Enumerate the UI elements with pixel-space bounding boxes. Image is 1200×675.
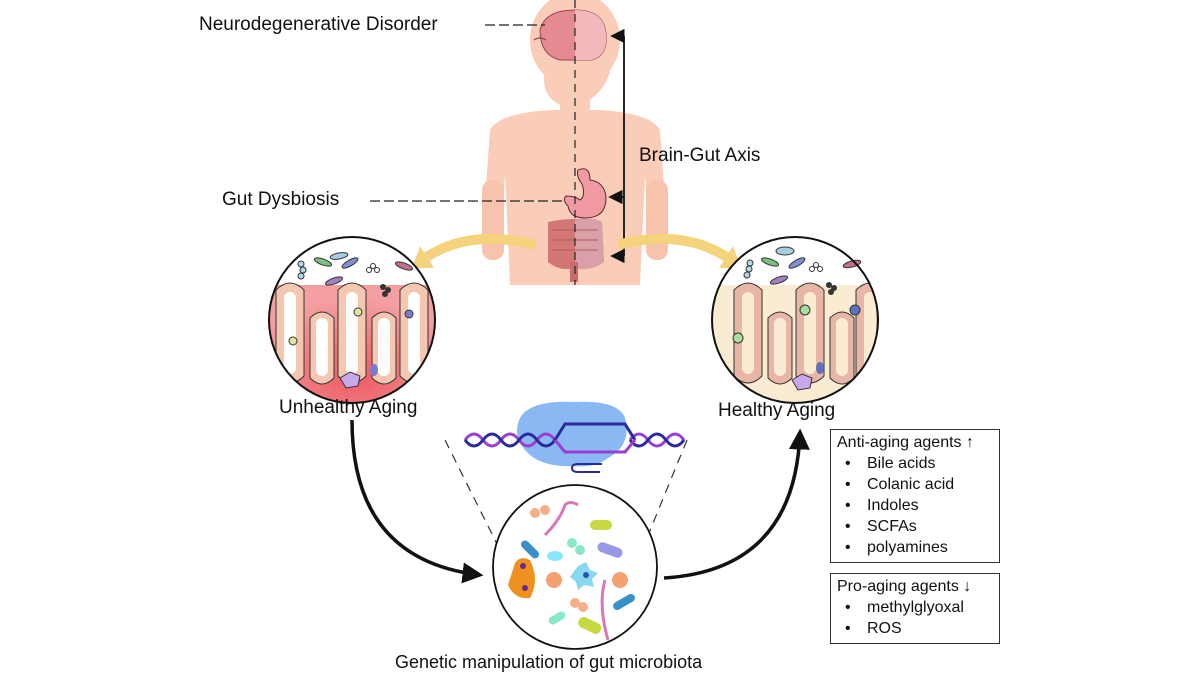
pro-aging-item: methylglyoxal	[845, 597, 993, 618]
healthy-gut-villi-circle	[711, 236, 879, 404]
anti-aging-item: Indoles	[845, 495, 993, 516]
yellow-arrow-left	[412, 233, 537, 268]
unhealthy-aging-label: Unhealthy Aging	[279, 397, 418, 418]
brain-gut-axis-label: Brain-Gut Axis	[639, 145, 761, 166]
pro-aging-item: ROS	[845, 618, 993, 639]
anti-aging-item: polyamines	[845, 537, 993, 558]
arrow-manipulation-to-healthy	[663, 428, 810, 580]
anti-aging-title: Anti-aging agents ↑	[837, 434, 974, 451]
anti-aging-item: Colanic acid	[845, 474, 993, 495]
zoom-line-left	[444, 439, 506, 561]
healthy-aging-label: Healthy Aging	[718, 400, 836, 421]
gut-microbiota-circle	[492, 484, 658, 650]
gut-dysbiosis-label: Gut Dysbiosis	[222, 189, 340, 210]
crispr-dna-icon	[463, 401, 686, 473]
anti-aging-item: SCFAs	[845, 516, 993, 537]
brain-icon	[539, 9, 607, 61]
genetic-manipulation-label: Genetic manipulation of gut microbiota	[395, 652, 703, 672]
anti-aging-agents-box: Anti-aging agents ↑ Bile acids Colanic a…	[830, 429, 1000, 563]
pro-aging-title: Pro-aging agents ↓	[837, 578, 972, 595]
anti-aging-item: Bile acids	[845, 453, 993, 474]
stomach-icon	[563, 168, 607, 219]
arrow-unhealthy-to-manipulation	[350, 419, 484, 584]
intestines-icon	[548, 218, 604, 282]
neurodegenerative-disorder-label: Neurodegenerative Disorder	[199, 14, 438, 35]
pro-aging-agents-box: Pro-aging agents ↓ methylglyoxal ROS	[830, 573, 1000, 644]
brain-gut-axis-bracket	[608, 28, 625, 264]
